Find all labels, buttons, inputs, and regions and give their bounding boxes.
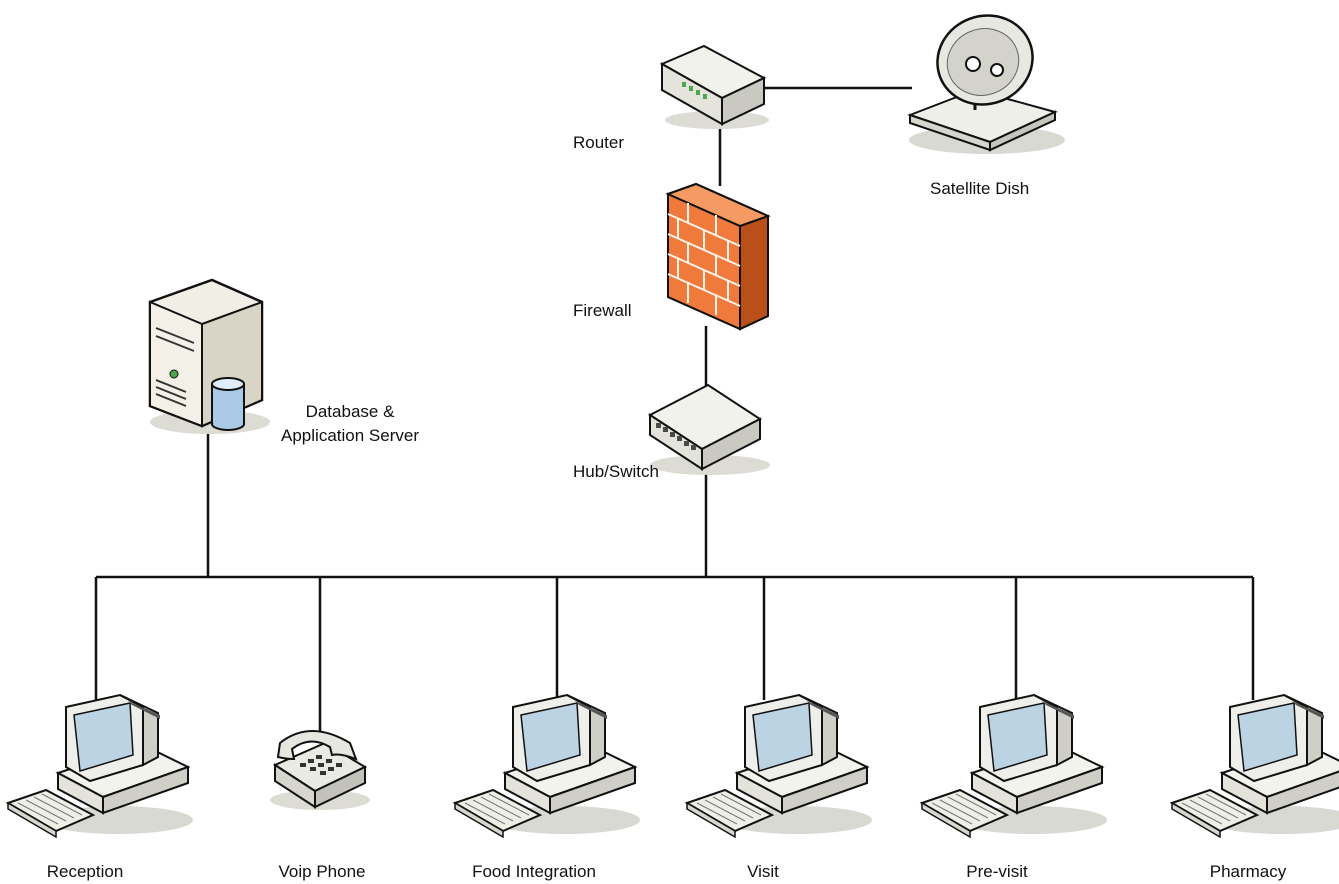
endpoint-label-food-integration: Food Integration	[472, 862, 596, 881]
computer-icon-pre-visit	[921, 694, 1108, 838]
server-icon	[148, 278, 270, 434]
computer-icon-food-integration	[454, 694, 641, 838]
phone-icon	[270, 730, 370, 810]
server-label-line2: Application Server	[281, 426, 419, 445]
endpoint-label-pre-visit: Pre-visit	[966, 862, 1028, 881]
database-cylinder-icon	[211, 377, 245, 431]
endpoint-label-visit: Visit	[747, 862, 779, 881]
firewall-label: Firewall	[573, 301, 632, 320]
router-label: Router	[573, 133, 625, 152]
endpoint-label-reception: Reception	[46, 862, 124, 881]
switch-label: Hub/Switch	[573, 462, 659, 481]
satellite-dish-label: Satellite Dish	[930, 179, 1030, 198]
server-label-line1: Database &	[305, 402, 395, 421]
connection-lines	[94, 86, 1255, 738]
computer-icon-pharmacy	[1171, 694, 1339, 838]
router-icon	[659, 44, 769, 129]
computer-icon-visit	[686, 694, 873, 838]
computer-icon-reception	[7, 694, 194, 838]
satellite-dish-icon	[907, 14, 1065, 154]
switch-icon	[648, 383, 770, 475]
endpoint-label-voip-phone: Voip Phone	[278, 862, 366, 881]
endpoint-label-pharmacy: Pharmacy	[1209, 862, 1287, 881]
firewall-icon	[665, 182, 771, 331]
